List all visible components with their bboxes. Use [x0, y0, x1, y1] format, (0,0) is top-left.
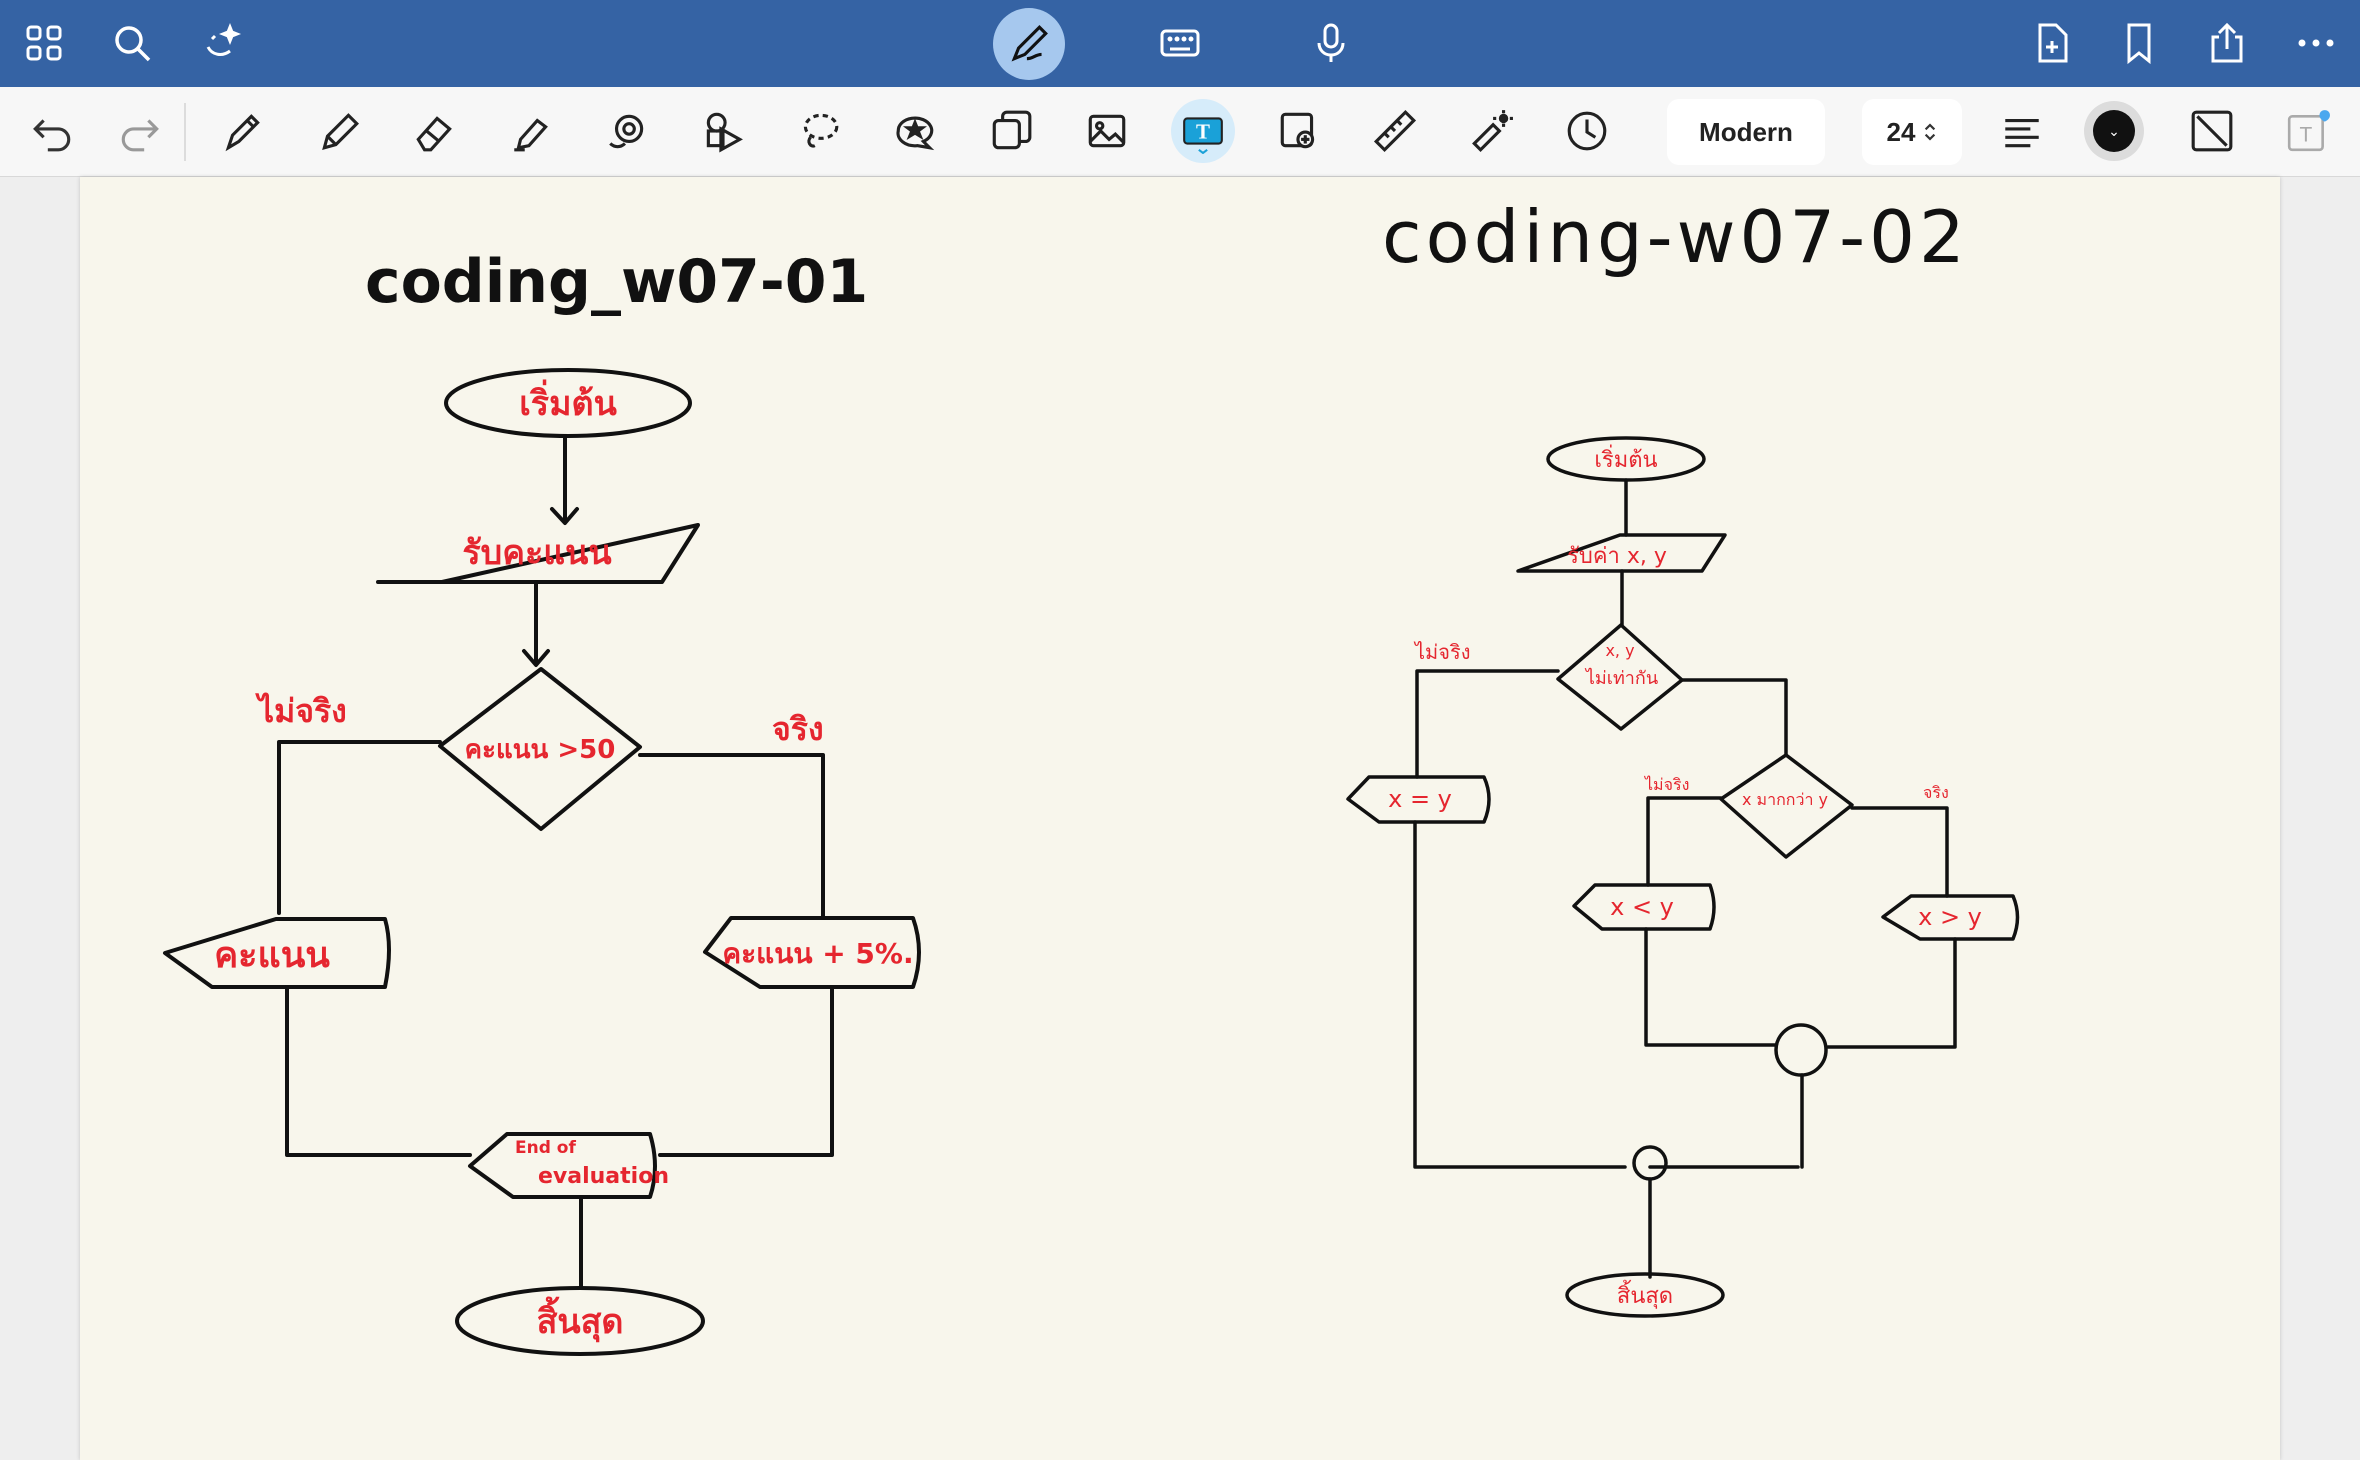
- fc2-connector-outer: [1632, 1145, 1668, 1181]
- fc1-end-label: สิ้นสุด: [537, 1296, 624, 1343]
- fountain-pen-icon[interactable]: [211, 99, 275, 163]
- undo-icon[interactable]: [20, 99, 84, 163]
- fc2-decision1-diamond: [1556, 623, 1684, 731]
- color-picker[interactable]: ⌄: [2084, 101, 2144, 161]
- text-box-add-icon[interactable]: T: [2276, 99, 2340, 163]
- fc2-output-equal-label: x = y: [1388, 785, 1452, 813]
- toolbar-divider: [184, 103, 186, 161]
- fc1-false-label: ไม่จริง: [255, 692, 347, 730]
- handwriting-canvas: coding_w07-01 coding-w07-02 เริ่มต้น รับ…: [163, 195, 2020, 1356]
- add-page-icon[interactable]: [2022, 13, 2082, 73]
- share-icon[interactable]: [2197, 13, 2257, 73]
- search-icon[interactable]: [102, 13, 162, 73]
- element-icon[interactable]: [979, 99, 1043, 163]
- fc1-input-parallelogram: [376, 523, 700, 584]
- fc1-decision-diamond: [438, 667, 642, 831]
- fc2-decision2-diamond: [1719, 753, 1854, 859]
- fc1-output-true: [703, 916, 921, 989]
- fc2-false-label-2: ไม่จริง: [1643, 775, 1689, 794]
- handwriting-mode-button[interactable]: [993, 8, 1065, 80]
- fc2-output-less: [1572, 883, 1716, 931]
- fc2-end-terminal: [1565, 1272, 1725, 1318]
- shapes-icon[interactable]: [691, 99, 755, 163]
- fc2-connector-inner: [1774, 1023, 1828, 1077]
- text-tool-icon[interactable]: T: [1171, 99, 1235, 163]
- bookmark-icon[interactable]: [2109, 13, 2169, 73]
- tool-bar: T Modern 24 ⌄ T: [0, 87, 2360, 177]
- fc2-input-parallelogram: [1516, 533, 1727, 573]
- fc2-start-label: เริ่มต้น: [1594, 444, 1657, 473]
- fc1-output-false: [163, 917, 391, 989]
- ai-sparkle-icon[interactable]: [192, 13, 252, 73]
- fc1-decision-label: คะแนน >50: [465, 735, 616, 765]
- fc1-merge-label-2: evaluation: [538, 1164, 669, 1189]
- font-family-selector[interactable]: Modern: [1667, 99, 1825, 165]
- fc2-end-label: สิ้นสุด: [1617, 1280, 1673, 1309]
- fc1-start-label: เริ่มต้น: [519, 379, 617, 424]
- grid-icon[interactable]: [14, 13, 74, 73]
- ruler-icon[interactable]: [1363, 99, 1427, 163]
- fc2-title: coding-w07-02: [1382, 195, 1969, 279]
- fc1-merge-label-1: End of: [515, 1138, 576, 1158]
- fc1-end-terminal: [455, 1286, 705, 1356]
- keyboard-icon[interactable]: [1150, 13, 1210, 73]
- fc2-false-label-1: ไม่จริง: [1413, 640, 1470, 664]
- font-family-label: Modern: [1699, 116, 1793, 147]
- eraser-icon[interactable]: [403, 99, 467, 163]
- svg-text:T: T: [1196, 119, 1210, 143]
- camera-scan-icon[interactable]: [1267, 99, 1331, 163]
- svg-text:T: T: [2300, 123, 2313, 146]
- fc2-true-label-2: จริง: [1923, 783, 1949, 802]
- no-fill-icon[interactable]: [2180, 99, 2244, 163]
- chevron-updown-icon: [1925, 123, 1936, 141]
- sticker-icon[interactable]: [883, 99, 947, 163]
- fc1-start-terminal: [444, 368, 692, 438]
- fc2-output-less-label: x < y: [1610, 893, 1674, 921]
- fc2-decision1-label-1: x, y: [1605, 641, 1634, 660]
- chevron-down-icon: ⌄: [2093, 110, 2135, 152]
- highlighter-icon[interactable]: [499, 99, 563, 163]
- fc1-title: coding_w07-01: [365, 247, 868, 317]
- history-clock-icon[interactable]: [1555, 99, 1619, 163]
- fc2-output-greater-label: x > y: [1918, 903, 1982, 931]
- more-icon[interactable]: [2286, 13, 2346, 73]
- image-icon[interactable]: [1075, 99, 1139, 163]
- notebook-page[interactable]: coding_w07-01 coding-w07-02 เริ่มต้น รับ…: [80, 177, 2280, 1460]
- fc2-decision1-label-2: ไม่เท่ากัน: [1584, 667, 1658, 689]
- fc2-input-label: รับค่า x, y: [1567, 544, 1667, 569]
- microphone-icon[interactable]: [1301, 13, 1361, 73]
- font-size-value: 24: [1886, 116, 1916, 147]
- fc2-decision2-label: x มากกว่า y: [1742, 790, 1828, 809]
- fc1-true-label: จริง: [772, 710, 824, 748]
- laser-pointer-icon[interactable]: [1459, 99, 1523, 163]
- align-left-icon[interactable]: [1990, 99, 2054, 163]
- pencil-icon[interactable]: [307, 99, 371, 163]
- fc1-output-false-label: คะแนน: [214, 935, 330, 976]
- shape-tool-icon[interactable]: [595, 99, 659, 163]
- font-size-stepper[interactable]: 24: [1862, 99, 1962, 165]
- redo-icon[interactable]: [108, 99, 172, 163]
- fc1-output-true-label: คะแนน + 5%.: [722, 937, 913, 970]
- fc2-output-greater: [1881, 894, 2020, 941]
- lasso-icon[interactable]: [787, 99, 851, 163]
- top-app-bar: [0, 0, 2360, 87]
- fc1-input-label: รับคะแนน: [462, 533, 611, 573]
